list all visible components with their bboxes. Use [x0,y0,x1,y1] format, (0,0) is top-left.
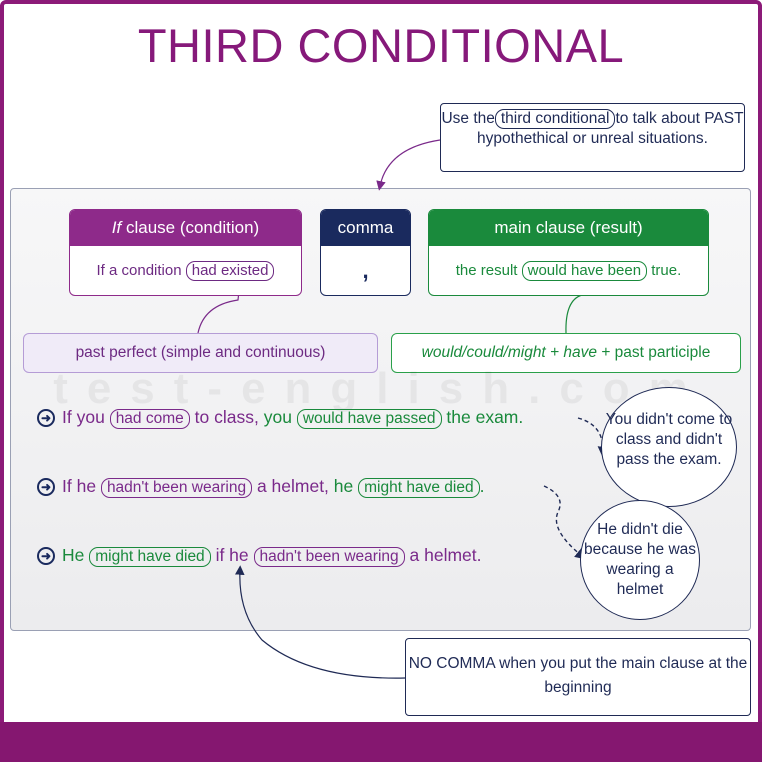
note-top-after: to talk about PAST hypothethical or unre… [477,110,744,147]
if-clause-body-highlight: had existed [185,261,275,281]
if-clause-card: If clause (condition) If a condition had… [69,209,302,296]
ex2-part2: a helmet, [256,476,329,496]
main-clause-body-after: true. [651,262,682,279]
explanation-circle-1: You didn't come to class and didn't pass… [601,387,737,507]
ex3-highlight1: might have died [89,547,211,567]
ex1-part4: the exam. [446,407,524,427]
ex1-highlight2: would have passed [296,409,442,429]
if-clause-head: If clause (condition) [70,210,301,246]
main-clause-body-before: the result [455,262,518,279]
note-top-highlight: third conditional [494,109,616,129]
if-word: If [111,218,122,237]
comma-card: comma , [320,209,411,296]
if-clause-body-text: If a condition [96,262,182,279]
ex3-part2: if he [215,545,249,565]
ex3-part1: He [62,545,85,565]
comma-body: , [362,258,369,283]
example-sentence-2: ➜If he hadn't been wearing a helmet, he … [37,474,484,498]
ex3-highlight2: hadn't been wearing [253,547,405,567]
arrow-right-circle-icon: ➜ [37,478,55,496]
ex2-highlight2: might have died [358,478,480,498]
arrow-right-circle-icon: ➜ [37,409,55,427]
example-sentence-3: ➜ He might have died if he hadn't been we… [37,543,482,567]
page-title: THIRD CONDITIONAL [137,19,625,72]
ex1-highlight1: had come [109,409,190,429]
would-phrase-italic: would/could/might + have [421,344,598,361]
comma-head: comma [321,210,410,246]
arrow-right-circle-icon: ➜ [37,547,55,565]
if-clause-body: If a condition had existed [70,246,301,295]
explanation-circle-2: He didn't die because he was wearing a h… [580,500,700,620]
example-sentence-1: ➜ If you had come to class, you would hav… [37,405,523,429]
would-could-might-tag: would/could/might + have + past particip… [391,333,741,373]
ex1-part2: to class, [194,407,259,427]
main-clause-body: the result would have been true. [429,246,708,295]
main-clause-card: main clause (result) the result would ha… [428,209,709,296]
ex2-highlight1: hadn't been wearing [100,478,253,498]
note-bottom-connector [234,565,406,679]
note-top-connector [376,139,441,191]
past-perfect-tag: past perfect (simple and continuous) [23,333,378,373]
watermark: test-english.com [53,364,707,413]
ex3-part3: a helmet. [409,545,482,565]
past-perfect-connector [197,277,245,334]
ex2-part4: . [479,476,485,496]
main-clause-body-highlight: would have been [521,261,648,281]
ex2-part1: If he [62,476,97,496]
ex2-part3: he [333,476,354,496]
main-clause-head: main clause (result) [429,210,708,246]
circle2-link [543,485,587,560]
if-clause-head-rest: clause (condition) [121,218,260,237]
footer-band [0,722,762,762]
ex1-part1: If you [62,407,105,427]
note-top-before: Use the [441,110,495,127]
would-phrase-rest: + past participle [597,344,711,361]
ex1-part3: you [263,407,292,427]
note-no-comma: NO COMMA when you put the main clause at… [405,638,751,716]
circle1-link [577,417,609,458]
